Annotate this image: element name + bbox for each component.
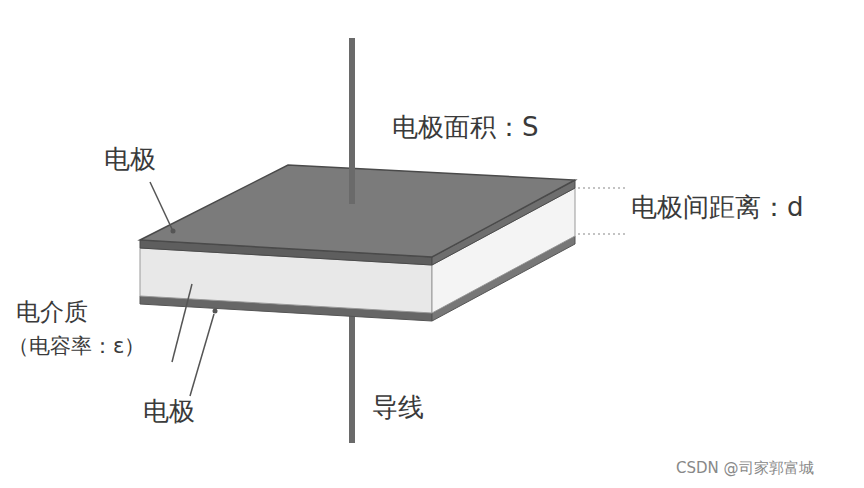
dimension-label: 电极间距离：d xyxy=(631,192,804,223)
dimension-line xyxy=(578,233,626,234)
part-name: 电极 xyxy=(143,396,195,427)
part-name: 导线 xyxy=(372,392,424,423)
leader-line xyxy=(190,314,214,396)
watermark: CSDN @司家郭富城 xyxy=(676,459,814,477)
property-label: （电容率：ε） xyxy=(8,334,145,359)
leader-line xyxy=(150,182,172,229)
dimension-line xyxy=(578,187,626,188)
area-label: 电极面积：S xyxy=(392,112,539,143)
leader-line xyxy=(172,284,192,362)
leader-dot xyxy=(171,229,176,234)
part-name: 电介质 xyxy=(16,298,88,327)
lead-wire xyxy=(349,38,355,204)
part-name: 电极 xyxy=(104,144,156,175)
leader-dot xyxy=(213,309,218,314)
electrode-top xyxy=(140,165,575,257)
lead-wire xyxy=(349,300,355,443)
